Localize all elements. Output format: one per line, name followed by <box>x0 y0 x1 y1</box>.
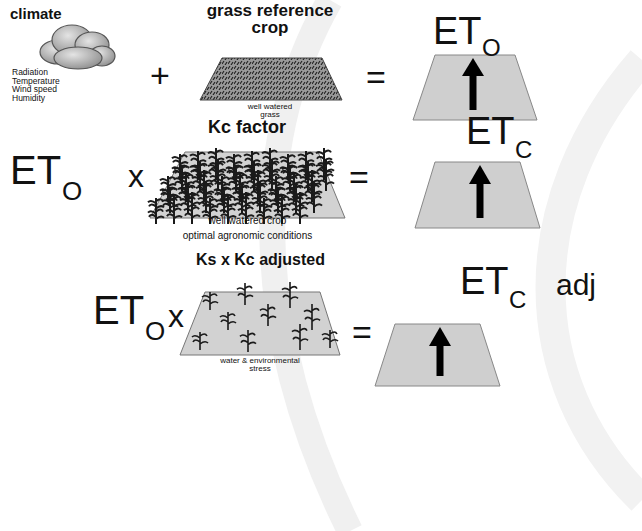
grass-field <box>200 58 342 100</box>
et-plane <box>413 55 537 120</box>
background-swoosh <box>551 60 642 500</box>
plant <box>202 292 218 310</box>
plant <box>237 283 253 305</box>
caption-text: water & environmental stress <box>210 357 310 373</box>
plant <box>166 195 182 224</box>
et-plane <box>415 162 540 228</box>
plant <box>192 332 208 350</box>
heading-text: grass reference crop <box>195 2 345 36</box>
plant <box>306 181 322 213</box>
formula-symbol: ET <box>466 112 515 150</box>
formula-symbol: = <box>366 60 386 94</box>
plant <box>292 192 308 224</box>
formula-symbol: adj <box>556 270 596 300</box>
heading-text: climate <box>10 6 62 21</box>
plant <box>322 330 338 348</box>
et-plane <box>375 324 500 386</box>
illustration-group: grass reference crop well watered grass <box>195 2 345 124</box>
plant <box>292 324 308 350</box>
crop-plants <box>148 148 334 224</box>
illustration-group: Kc factor well watered crop optimal agrono… <box>150 118 345 246</box>
plant <box>220 312 236 330</box>
formula-symbol: O <box>145 318 165 344</box>
illustration-group: climateRadiation Temperature Wind speed … <box>8 4 120 106</box>
caption-text: optimal agronomic conditions <box>150 231 345 241</box>
plant <box>304 304 320 330</box>
formula-symbol: O <box>482 36 501 60</box>
formula-symbol: C <box>515 138 532 162</box>
formula-symbol: = <box>349 160 369 194</box>
heading-text: Ks x Kc adjusted <box>178 252 343 268</box>
caption-text: well watered grass <box>240 103 300 119</box>
plant <box>184 192 200 224</box>
formula-symbol: ET <box>93 290 144 330</box>
formula-symbol: ET <box>10 150 61 190</box>
formula-symbol: ET <box>460 262 509 300</box>
plant <box>240 330 256 352</box>
heading-text: Kc factor <box>208 118 286 136</box>
formula-symbol: O <box>62 178 82 204</box>
cloud-icon <box>40 25 115 69</box>
formula-symbol: = <box>352 315 372 349</box>
formula-symbol: ET <box>433 12 482 50</box>
caption-text: Radiation Temperature Wind speed Humidit… <box>12 68 74 102</box>
plant <box>260 304 276 326</box>
stressed-plants <box>192 282 338 352</box>
formula-symbol: + <box>150 58 170 92</box>
plant <box>318 159 334 191</box>
plant <box>282 282 298 308</box>
formula-symbol: x <box>128 160 144 192</box>
illustration-group: Ks x Kc adjusted water & environmental st… <box>178 252 343 378</box>
plant <box>148 198 164 224</box>
formula-symbol: C <box>509 288 526 312</box>
formula-symbol: x <box>168 300 184 332</box>
caption-text: well watered crop <box>150 216 345 226</box>
stressed-field <box>180 292 340 355</box>
